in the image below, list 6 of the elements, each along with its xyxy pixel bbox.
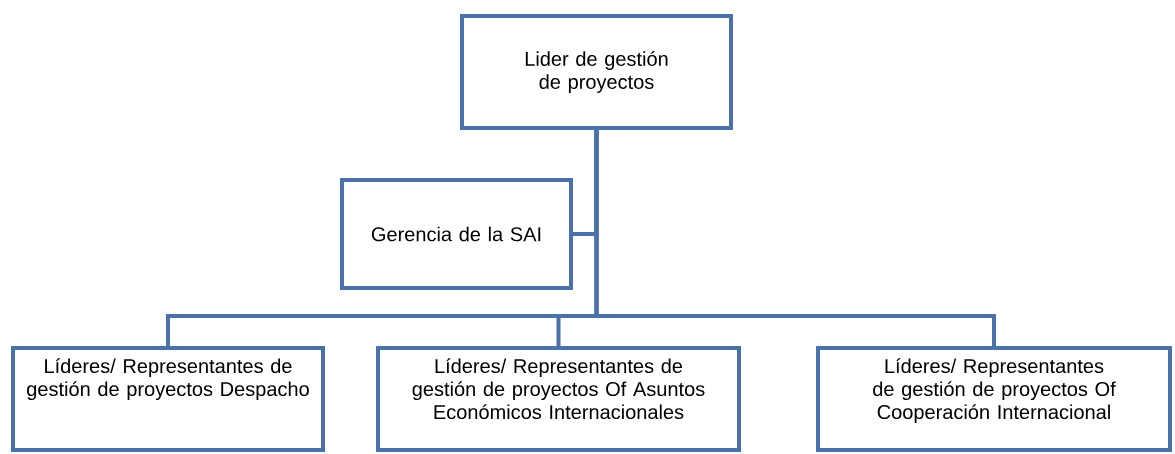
org-box: Líderes/ Representantes de gestión de proyectos Of Cooperación Internacional	[816, 346, 1172, 452]
connector-line	[594, 130, 996, 346]
org-box: Gerencia de la SAI	[340, 178, 573, 290]
org-box: Líderes/ Representantes de gestión de proyectos Of Asuntos Económicos Internacionales	[376, 346, 741, 452]
org-box: Lider de gestión de proyectos	[460, 14, 733, 130]
org-box: Líderes/ Representantes de gestión de proyectos Despacho	[11, 346, 325, 452]
